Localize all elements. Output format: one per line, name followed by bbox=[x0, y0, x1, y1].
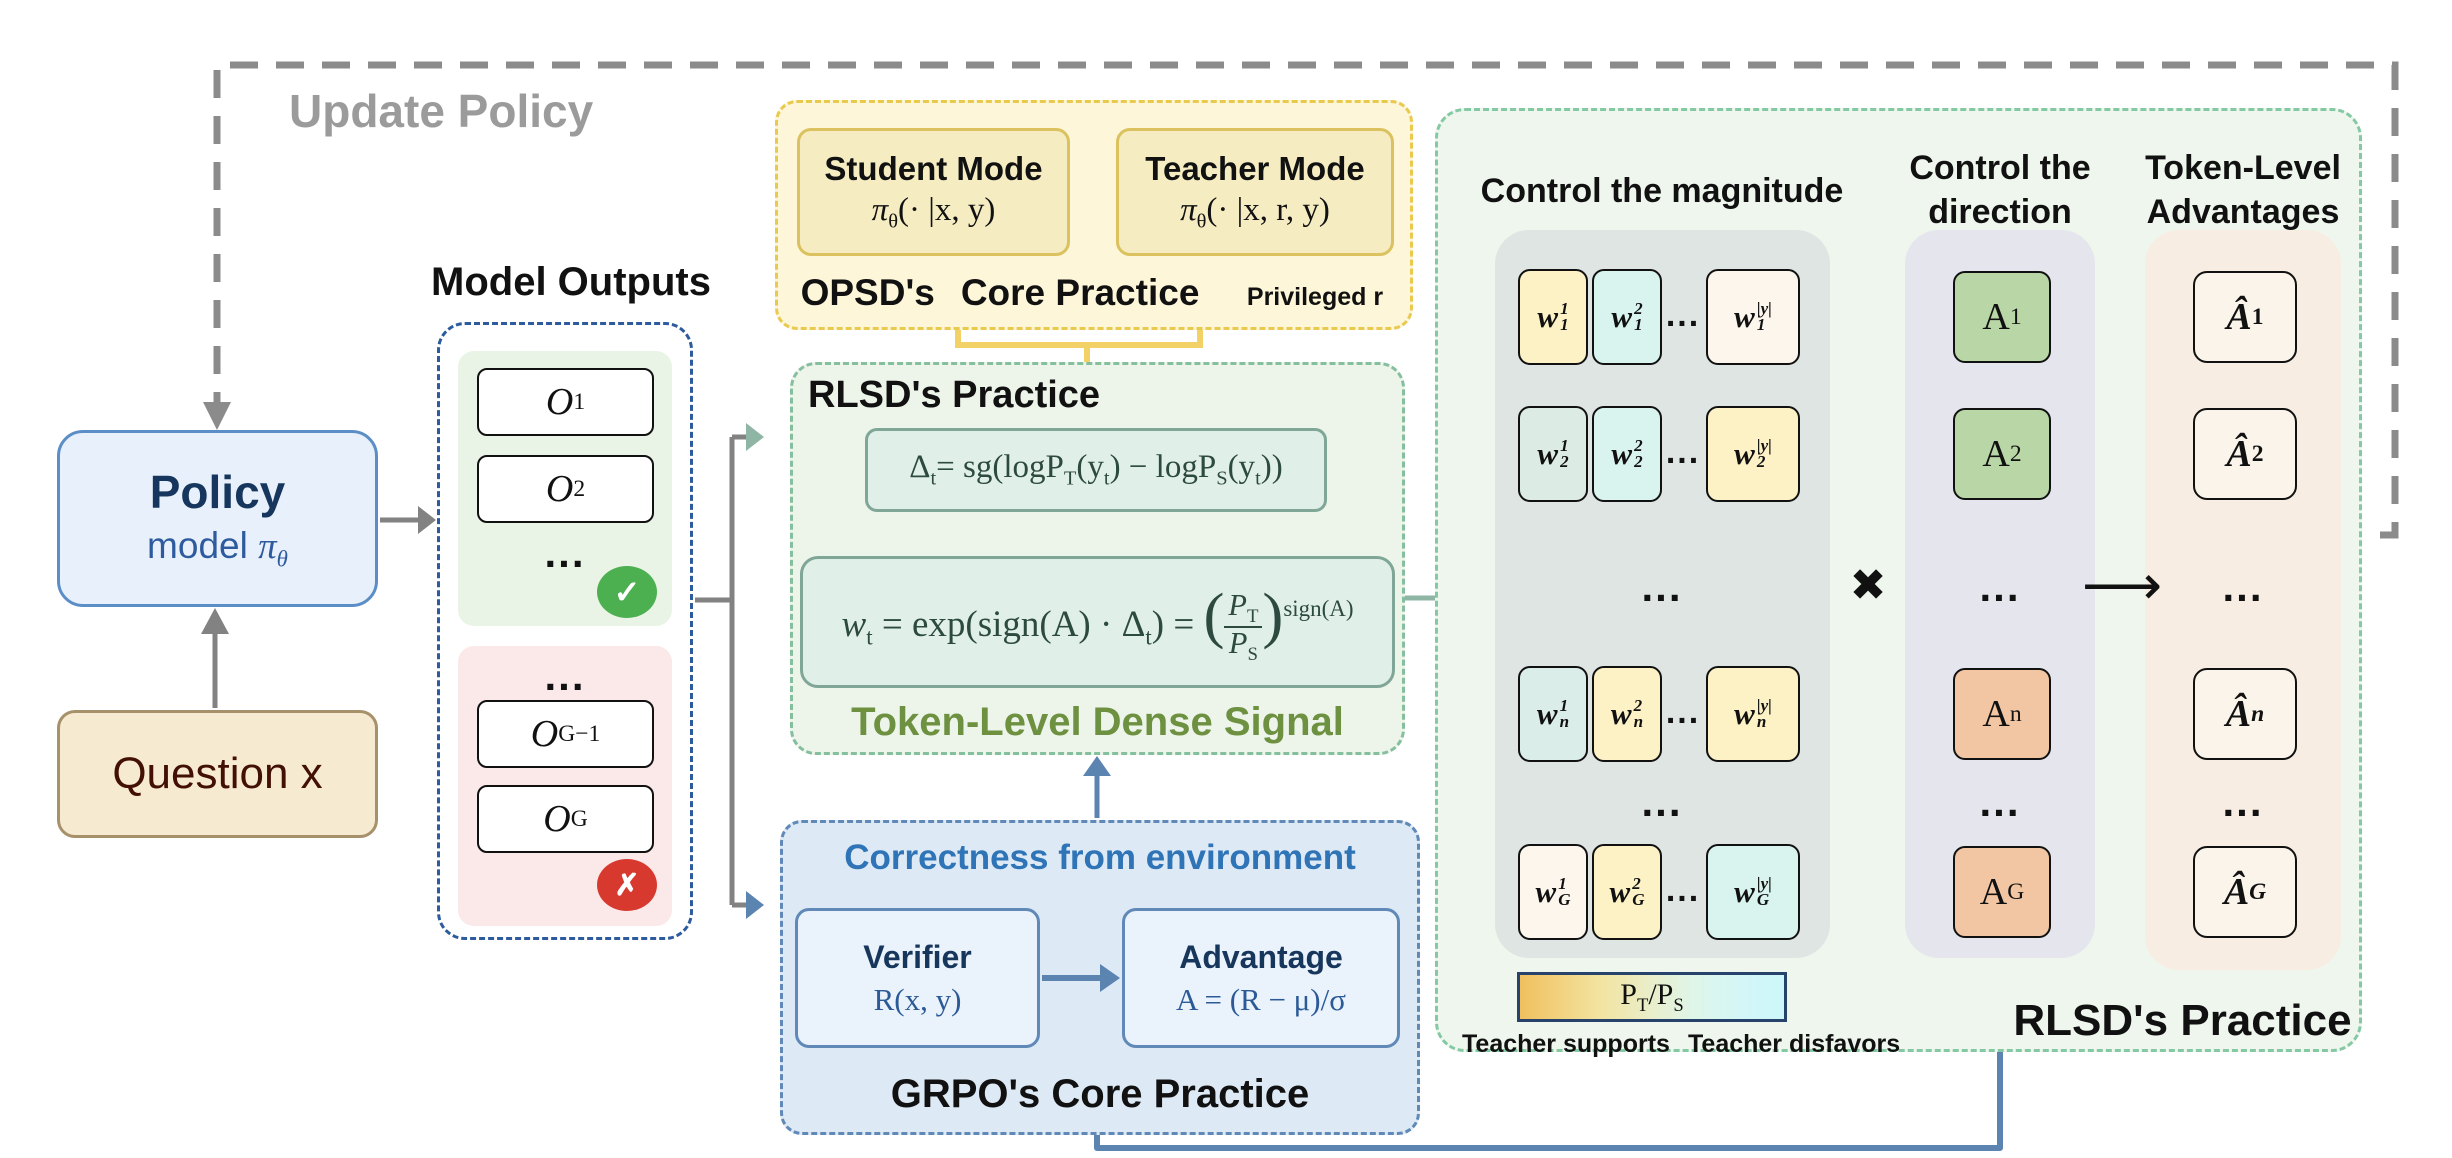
delta-formula: Δt= sg(logPT(yt) − logPS(yt)) bbox=[909, 449, 1283, 490]
teacher-mode-formula: πθ(· |x, r, y) bbox=[1180, 192, 1330, 233]
arrowhead-into-policy-icon bbox=[203, 402, 231, 430]
arrowhead-policy-outputs-icon bbox=[418, 506, 436, 534]
update-policy-label: Update Policy bbox=[289, 85, 594, 137]
teacher-disfavors-label: Teacher disfavors bbox=[1688, 1030, 1901, 1058]
w-row-1-dots: ... bbox=[1665, 296, 1701, 334]
outputs-ellipsis-bad: ... bbox=[544, 652, 586, 699]
magnitude-ellipsis-1: ... bbox=[1641, 563, 1683, 610]
correctness-header: Correctness from environment bbox=[844, 838, 1356, 877]
advantage-formula: A = (R − μ)/σ bbox=[1176, 981, 1346, 1017]
w-row-g-dots: ... bbox=[1665, 871, 1701, 909]
policy-box: Policy model πθ bbox=[57, 430, 378, 607]
verifier-title: Verifier bbox=[863, 938, 972, 975]
privileged-r-label: Privileged r bbox=[1246, 283, 1384, 311]
advantages-ellipsis-2: ... bbox=[2222, 778, 2264, 825]
token-level-dense-signal-label: Token-Level Dense Signal bbox=[851, 700, 1344, 744]
map-arrow-icon: ⟶ bbox=[2081, 553, 2163, 616]
arrowhead-grpo-rlsd-icon bbox=[1083, 756, 1111, 776]
advantages-ellipsis-1: ... bbox=[2222, 563, 2264, 610]
arrowhead-outputs-grpo-icon bbox=[746, 891, 764, 919]
direction-ellipsis-2: ... bbox=[1979, 778, 2021, 825]
teacher-mode-title: Teacher Mode bbox=[1145, 150, 1365, 188]
student-mode-formula: πθ(· |x, y) bbox=[871, 192, 996, 233]
w-row-n-dots: ... bbox=[1665, 693, 1701, 731]
magnitude-ellipsis-2: ... bbox=[1641, 778, 1683, 825]
policy-subtitle: model πθ bbox=[147, 524, 288, 572]
legend-bar-label: PT/PS bbox=[1620, 977, 1684, 1016]
model-outputs-title: Model Outputs bbox=[431, 260, 711, 304]
arrowhead-question-policy-icon bbox=[201, 608, 229, 634]
check-icon: ✓ bbox=[597, 566, 657, 618]
verifier-box: Verifier R(x, y) bbox=[795, 908, 1040, 1048]
advantage-box: Advantage A = (R − μ)/σ bbox=[1122, 908, 1400, 1048]
advantage-title: Advantage bbox=[1179, 938, 1343, 975]
w-row-2-dots: ... bbox=[1665, 433, 1701, 471]
direction-ellipsis-1: ... bbox=[1979, 563, 2021, 610]
outputs-ellipsis-good: ... bbox=[544, 529, 586, 576]
w-token-2-y: w|y|2 bbox=[1706, 406, 1800, 502]
policy-title: Policy bbox=[149, 465, 286, 518]
arrowhead-outputs-rlsd-icon bbox=[746, 423, 764, 451]
verifier-advantage-arrow-icon bbox=[1042, 964, 1120, 992]
rlsd-title: RLSD's Practice bbox=[808, 374, 1101, 416]
question-box: Question x bbox=[57, 710, 378, 838]
grpo-core-practice-label: GRPO's Core Practice bbox=[890, 1072, 1310, 1116]
panel-rlsd-practice-label: RLSD's Practice bbox=[2013, 996, 2352, 1045]
delta-formula-box: Δt= sg(logPT(yt) − logPS(yt)) bbox=[865, 428, 1327, 512]
student-mode-title: Student Mode bbox=[824, 150, 1043, 188]
control-magnitude-header: Control the magnitude bbox=[1480, 172, 1844, 210]
teacher-supports-label: Teacher supports bbox=[1462, 1030, 1670, 1058]
w-token-n-y: w|y|n bbox=[1706, 666, 1800, 762]
pt-ps-gradient-legend: PT/PS bbox=[1517, 972, 1787, 1022]
teacher-mode-box: Teacher Mode πθ(· |x, r, y) bbox=[1116, 128, 1394, 256]
cross-icon: ✗ bbox=[597, 859, 657, 911]
question-label: Question x bbox=[112, 749, 323, 798]
w-token-1-y: w|y|1 bbox=[1706, 269, 1800, 365]
w-token-g-y: w|y|G bbox=[1706, 844, 1800, 940]
verifier-formula: R(x, y) bbox=[873, 981, 962, 1017]
student-mode-box: Student Mode πθ(· |x, y) bbox=[797, 128, 1070, 256]
multiply-icon: ✖ bbox=[1849, 561, 1887, 610]
